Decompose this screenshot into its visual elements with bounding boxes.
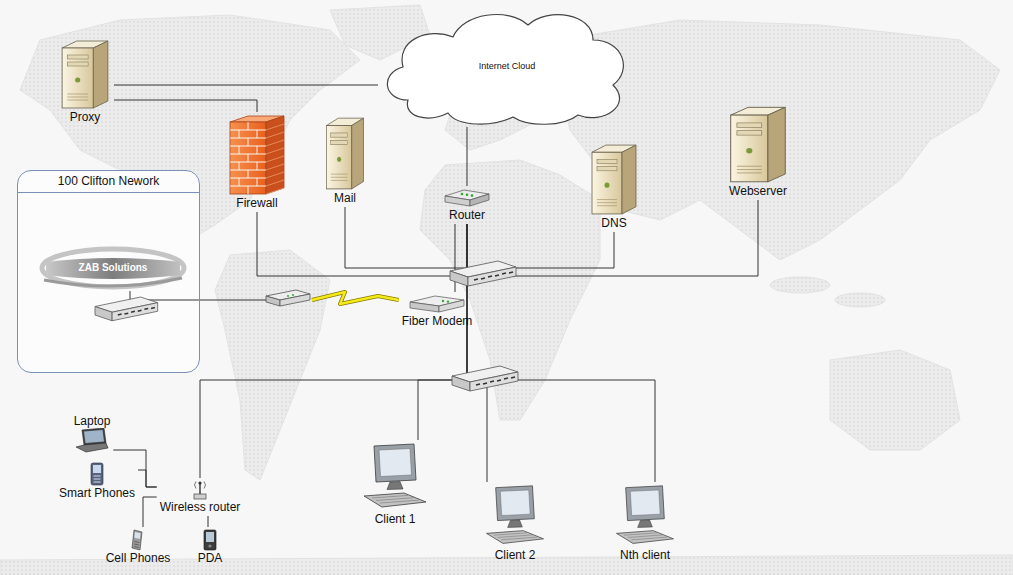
network-link: [114, 100, 257, 112]
cable-line: [467, 224, 487, 482]
cable-line: [345, 207, 467, 268]
continents: [0, 5, 1013, 575]
web-server: Webserver: [724, 102, 792, 200]
node-label: Laptop: [74, 414, 111, 428]
node-label: 100 Clifton Nework: [18, 171, 199, 193]
phone-icon: [90, 462, 104, 486]
fiber-modem: Fiber Modem: [399, 292, 476, 330]
cable-line: [138, 470, 157, 487]
server-icon: [59, 38, 111, 110]
network-link: [130, 291, 399, 304]
node-label: Webserver: [729, 184, 787, 198]
network-link: [114, 85, 378, 86]
server-icon: [727, 104, 789, 184]
pc-icon: [358, 442, 432, 512]
network-link: [345, 207, 467, 268]
server-icon: [324, 115, 366, 191]
node-label: Nth client: [620, 548, 670, 562]
node-label: DNS: [601, 216, 626, 230]
pc-icon: [481, 484, 549, 548]
node-label: Client 2: [495, 548, 536, 562]
wireless-router: Wireless router: [157, 478, 244, 516]
proxy-server: Proxy: [56, 36, 114, 126]
network-link: [138, 470, 157, 487]
pda: PDA: [195, 527, 226, 567]
cable-line: [200, 224, 467, 478]
network-link: [113, 450, 156, 487]
dns-server: DNS: [586, 140, 642, 232]
smart-phone: Smart Phones: [56, 460, 138, 502]
cable-line: [208, 516, 209, 527]
node-label: Internet Cloud: [479, 61, 536, 72]
cable-line: [130, 291, 268, 300]
modem: [266, 290, 310, 306]
network-switch: [452, 366, 518, 391]
cell-icon: [129, 529, 147, 551]
cable-line: [114, 85, 378, 86]
client-pc: Nth client: [608, 482, 682, 564]
firewall: Firewall: [223, 112, 291, 212]
client-pc: Client 1: [355, 440, 435, 528]
company-logo: ZAB Solutions: [38, 245, 188, 291]
antenna-icon: [191, 480, 209, 500]
node-label: PDA: [198, 551, 223, 565]
router-icon: [444, 188, 490, 208]
internet-cloud: Internet Cloud: [378, 5, 636, 127]
node-label: Cell Phones: [106, 551, 171, 565]
pda-icon: [203, 529, 217, 551]
cell-phone: Cell Phones: [103, 527, 174, 567]
pc-icon: [611, 484, 679, 548]
client-pc: Client 2: [478, 482, 552, 564]
node-label: Router: [449, 208, 485, 222]
site-box-ground: [17, 170, 200, 373]
wireless-link: [312, 292, 399, 304]
laptop: Laptop: [71, 412, 114, 456]
modem-icon: [409, 294, 465, 314]
node-label: Smart Phones: [59, 486, 135, 500]
network-link: [143, 497, 157, 527]
wireless-link-outline: [312, 292, 399, 304]
cable-line: [143, 497, 157, 527]
network-link: [418, 224, 467, 440]
node-label: Proxy: [70, 110, 101, 124]
network-switch: [450, 261, 516, 286]
network-switch: [95, 297, 158, 321]
cable-line: [467, 224, 614, 268]
node-label: Fiber Modem: [402, 314, 473, 328]
laptop-icon: [74, 428, 110, 454]
network-link: [208, 516, 209, 527]
node-label: Mail: [334, 191, 356, 205]
node-label: Client 1: [375, 512, 416, 526]
network-link: [467, 127, 468, 186]
server-icon: [589, 142, 639, 216]
mail-server: Mail: [321, 113, 369, 207]
site-network-box: 100 Clifton NeworkZAB Solutions: [17, 170, 200, 373]
network-link: [467, 224, 487, 482]
cable-line: [467, 127, 468, 186]
node-label: Wireless router: [160, 500, 241, 514]
fire-icon: [226, 114, 288, 196]
network-link: [200, 224, 467, 478]
network-link: [257, 212, 467, 276]
cable-line: [114, 100, 257, 112]
cable-line: [257, 212, 467, 276]
cable-line: [113, 450, 156, 487]
network-link: [467, 224, 614, 268]
router: Router: [441, 186, 493, 224]
node-label: ZAB Solutions: [79, 262, 148, 274]
cable-line: [418, 224, 467, 440]
node-label: Firewall: [236, 196, 277, 210]
